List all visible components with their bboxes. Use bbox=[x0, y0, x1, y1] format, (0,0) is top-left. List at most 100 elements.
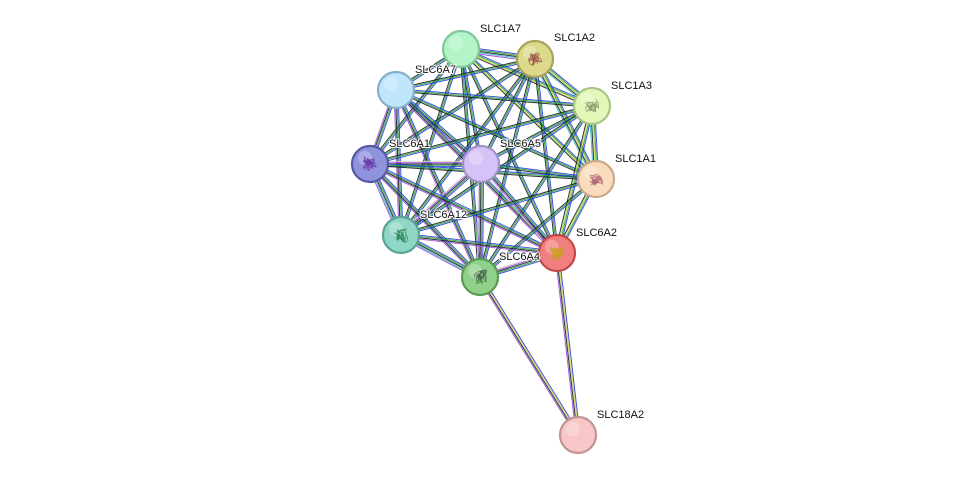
node-highlight bbox=[566, 422, 580, 436]
edge-line bbox=[396, 88, 593, 106]
edge-line bbox=[368, 165, 557, 256]
edge-line bbox=[479, 178, 597, 278]
node-label-slc1a1: SLC1A1 bbox=[615, 153, 656, 165]
node-slc1a2[interactable] bbox=[515, 39, 555, 79]
edge-line bbox=[395, 58, 536, 91]
node-circle[interactable] bbox=[350, 144, 390, 184]
edge-line bbox=[557, 106, 594, 254]
edge-line bbox=[400, 58, 536, 236]
node-highlight bbox=[584, 166, 598, 180]
edge-line bbox=[481, 162, 597, 179]
edge-line bbox=[369, 105, 593, 165]
node-circle[interactable] bbox=[376, 70, 416, 110]
edge-line bbox=[400, 236, 557, 256]
edge-line bbox=[461, 48, 483, 164]
node-circle[interactable] bbox=[441, 29, 481, 69]
node-circle[interactable] bbox=[576, 159, 616, 199]
edge-line bbox=[400, 235, 557, 255]
edge-line bbox=[395, 90, 596, 181]
edge-line bbox=[396, 88, 597, 179]
edge-line bbox=[479, 277, 578, 436]
edge-line bbox=[558, 252, 581, 435]
edge-line bbox=[481, 162, 559, 253]
edge-line bbox=[532, 59, 595, 181]
node-highlight bbox=[580, 93, 594, 107]
node-circle[interactable] bbox=[381, 215, 421, 255]
edge-line bbox=[481, 59, 537, 165]
node-slc6a1[interactable] bbox=[350, 144, 390, 184]
edge-line bbox=[478, 165, 556, 256]
edge-slc6a7-slc1a1 bbox=[395, 88, 597, 181]
edge-line bbox=[477, 277, 577, 437]
node-label-slc1a3: SLC1A3 bbox=[611, 80, 652, 92]
node-slc6a2[interactable] bbox=[537, 233, 577, 273]
edge-line bbox=[400, 178, 597, 236]
edge-line bbox=[478, 177, 596, 277]
node-highlight bbox=[545, 240, 559, 254]
node-highlight bbox=[468, 264, 482, 278]
edge-slc6a12-slc6a2 bbox=[400, 232, 558, 256]
node-highlight bbox=[449, 36, 463, 50]
edge-line bbox=[393, 90, 479, 279]
edge-slc6a5-slc6a2 bbox=[478, 161, 560, 256]
edge-line bbox=[554, 253, 577, 436]
edge-line bbox=[480, 104, 592, 164]
edge-line bbox=[480, 106, 594, 278]
node-highlight bbox=[389, 222, 403, 236]
node-circle[interactable] bbox=[558, 415, 598, 455]
edge-line bbox=[481, 275, 581, 435]
edge-line bbox=[555, 253, 578, 436]
edge-slc1a3-slc6a1 bbox=[369, 104, 593, 166]
node-label-slc6a12: SLC6A12 bbox=[420, 209, 467, 221]
node-circle[interactable] bbox=[460, 257, 500, 297]
node-slc1a3[interactable] bbox=[572, 86, 612, 126]
edge-line bbox=[480, 58, 536, 165]
edge-slc1a1-slc6a12 bbox=[400, 177, 597, 237]
edge-line bbox=[369, 164, 480, 278]
node-slc6a7[interactable] bbox=[376, 70, 416, 110]
edge-line bbox=[394, 90, 480, 278]
edge-line bbox=[399, 57, 535, 235]
edge-line bbox=[479, 58, 535, 164]
node-slc18a2[interactable] bbox=[558, 415, 598, 455]
edge-slc1a2-slc6a7 bbox=[395, 57, 536, 92]
edge-line bbox=[534, 58, 558, 254]
node-label-slc6a4: SLC6A4 bbox=[499, 251, 540, 263]
node-label-slc1a7: SLC1A7 bbox=[480, 23, 521, 35]
edge-line bbox=[479, 164, 557, 255]
edge-line bbox=[395, 89, 593, 107]
node-circle[interactable] bbox=[515, 39, 555, 79]
nodes-layer bbox=[350, 29, 616, 455]
node-slc6a4[interactable] bbox=[460, 257, 500, 297]
edge-line bbox=[400, 177, 596, 235]
edge-line bbox=[557, 252, 580, 435]
edge-line bbox=[460, 49, 596, 180]
edge-slc1a2-slc6a5 bbox=[479, 58, 537, 165]
edge-line bbox=[401, 232, 558, 252]
edge-line bbox=[370, 106, 593, 166]
edge-line bbox=[480, 179, 598, 279]
node-slc1a1[interactable] bbox=[576, 159, 616, 199]
node-highlight bbox=[358, 151, 372, 165]
node-circle[interactable] bbox=[461, 144, 501, 184]
node-slc6a5[interactable] bbox=[461, 144, 501, 184]
edge-line bbox=[482, 161, 560, 252]
edge-line bbox=[558, 106, 595, 254]
node-slc1a7[interactable] bbox=[441, 29, 481, 69]
node-slc6a12[interactable] bbox=[381, 215, 421, 255]
edge-slc1a1-slc6a4 bbox=[478, 177, 598, 279]
edge-line bbox=[370, 163, 481, 277]
node-highlight bbox=[384, 77, 398, 91]
edge-line bbox=[555, 105, 592, 253]
edge-slc6a1-slc6a4 bbox=[368, 162, 482, 279]
edge-line bbox=[480, 59, 537, 278]
node-highlight bbox=[469, 151, 483, 165]
edge-line bbox=[395, 89, 597, 180]
edge-line bbox=[395, 57, 535, 90]
node-circle[interactable] bbox=[572, 86, 612, 126]
node-circle[interactable] bbox=[537, 233, 577, 273]
edge-line bbox=[401, 179, 597, 237]
node-label-slc18a2: SLC18A2 bbox=[597, 409, 644, 421]
edge-line bbox=[533, 59, 596, 180]
